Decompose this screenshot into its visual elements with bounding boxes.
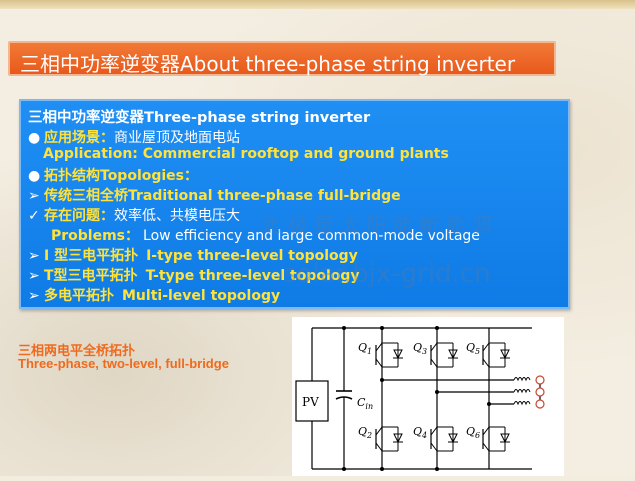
application-line-zh: ●应用场景：商业屋顶及地面电站 xyxy=(28,127,240,147)
label-q5: Q5 xyxy=(466,341,480,356)
i-type-zh: I 型三电平拓扑 xyxy=(44,248,139,264)
switch-q3 xyxy=(430,342,458,368)
application-label: 应用场景： xyxy=(44,130,114,146)
check-bullet-icon: ✓ xyxy=(28,208,40,224)
slide-title: 三相中功率逆变器About three-phase string inverte… xyxy=(20,52,516,76)
bullet-dot-icon: ● xyxy=(28,168,41,184)
arrow-bullet-icon: ➢ xyxy=(28,188,40,204)
circuit-svg: PV Cin xyxy=(295,326,545,471)
topology-item-multi-level: ➢多电平拓扑 Multi-level topology xyxy=(28,285,280,305)
label-q4: Q4 xyxy=(413,425,427,440)
switch-q2 xyxy=(375,426,403,452)
panel-heading: 三相中功率逆变器Three-phase string inverter xyxy=(28,106,370,127)
switch-q4 xyxy=(430,426,458,452)
watermark-en: solar.bjx-grid.cn xyxy=(283,259,491,289)
label-q1: Q1 xyxy=(358,341,372,356)
problems-label: Problems： xyxy=(51,228,140,244)
switch-labels: Q1 Q3 Q5 Q2 Q4 Q6 xyxy=(358,341,480,440)
issue-value: 效率低、共模电压大 xyxy=(114,208,240,224)
topology-item-full-bridge-text: 传统三相全桥Traditional three-phase full-bridg… xyxy=(44,188,401,204)
pv-label: PV xyxy=(302,395,319,409)
topologies-label: 拓扑结构Topologies： xyxy=(44,168,199,184)
label-q3: Q3 xyxy=(413,341,427,356)
circuit-caption-zh: 三相两电平全桥拓扑 xyxy=(18,344,136,359)
switch-q5 xyxy=(482,342,510,368)
problems-line: Problems：Low efficiency and large common… xyxy=(51,225,480,245)
topology-item-full-bridge: ➢传统三相全桥Traditional three-phase full-brid… xyxy=(28,185,401,205)
application-value: 商业屋顶及地面电站 xyxy=(114,130,240,146)
topology-item-i-type: ➢I 型三电平拓扑 I-type three-level topology xyxy=(28,245,358,265)
pv-box xyxy=(295,380,329,422)
arrow-bullet-icon: ➢ xyxy=(28,268,40,284)
bullet-dot-icon: ● xyxy=(28,130,41,146)
problems-text: Low efficiency and large common-mode vol… xyxy=(143,228,480,244)
topologies-line: ●拓扑结构Topologies： xyxy=(28,165,198,185)
cap-label: Cin xyxy=(357,396,373,411)
topology-item-t-type: ➢T型三电平拓扑 T-type three-level topology xyxy=(28,265,360,285)
issue-line: ✓存在问题：效率低、共模电压大 xyxy=(28,205,240,225)
watermark-zh: 北 极 星 太 阳 能 新 能 源 xyxy=(261,213,492,237)
switch-q6 xyxy=(482,426,510,452)
panel-heading-en: Three-phase string inverter xyxy=(144,110,371,126)
arrow-bullet-icon: ➢ xyxy=(28,248,40,264)
grid-source-icons xyxy=(535,375,545,409)
circuit-nodes xyxy=(342,326,491,471)
label-q2: Q2 xyxy=(358,425,372,440)
label-q6: Q6 xyxy=(466,425,480,440)
top-border-band xyxy=(0,0,635,9)
issue-label: 存在问题： xyxy=(44,208,114,224)
i-type-en: I-type three-level topology xyxy=(146,248,358,264)
multi-level-en: Multi-level topology xyxy=(122,288,281,304)
panel-heading-zh: 三相中功率逆变器 xyxy=(28,110,144,126)
capacitor-icon xyxy=(335,390,353,400)
t-type-en: T-type three-level topology xyxy=(145,268,360,284)
topology-panel: 三相中功率逆变器Three-phase string inverter ●应用场… xyxy=(19,99,570,309)
slide-title-bar: 三相中功率逆变器About three-phase string inverte… xyxy=(8,41,556,76)
application-line-en: Application: Commercial rooftop and grou… xyxy=(43,146,449,162)
circuit-caption-en: Three-phase, two-level, full-bridge xyxy=(18,356,229,371)
multi-level-zh: 多电平拓扑 xyxy=(44,288,114,304)
arrow-bullet-icon: ➢ xyxy=(28,288,40,304)
t-type-zh: T型三电平拓扑 xyxy=(44,268,138,284)
circuit-diagram: PV Cin xyxy=(292,317,564,476)
inductor-icons xyxy=(513,377,531,406)
switch-q1 xyxy=(375,342,403,368)
